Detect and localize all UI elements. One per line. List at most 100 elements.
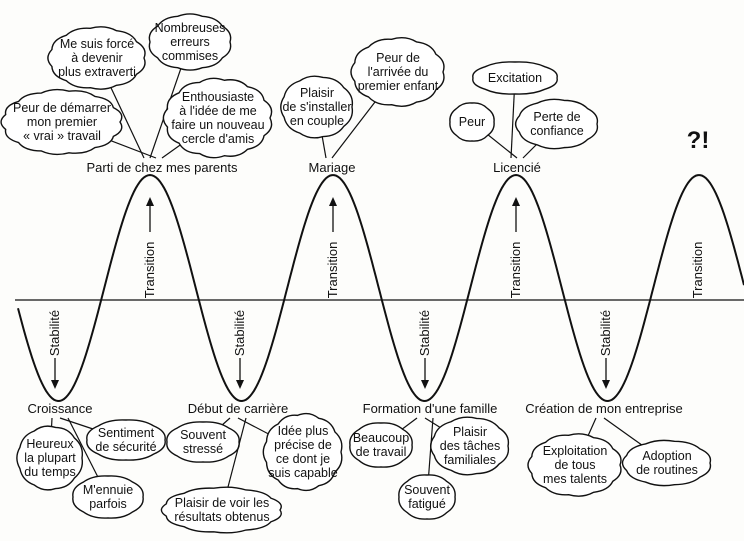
cloud-text-line: parfois (89, 497, 127, 511)
thought-cloud (449, 102, 495, 142)
cloud-text-line: Heureux (26, 437, 74, 451)
life-phase-label: Croissance (27, 401, 92, 416)
life-event-label: Licencié (493, 160, 541, 175)
cloud-text-line: Adoption (642, 449, 691, 463)
arrow-up-icon (329, 197, 337, 206)
cloud-text-line: Perte de (533, 110, 580, 124)
arrow-up-icon (512, 197, 520, 206)
cloud-text-line: à l'idée de me (179, 104, 256, 118)
cloud-text-line: Enthousiaste (182, 90, 254, 104)
cloud-text-line: confiance (530, 124, 584, 138)
cloud-text-line: Me suis forcé (60, 37, 134, 51)
life-phase-label: Formation d'une famille (363, 401, 498, 416)
thought-cloud (162, 77, 273, 159)
thought-cloud (166, 421, 240, 463)
thought-cloud (472, 61, 558, 95)
cloud-text-line: Nombreuses (155, 21, 226, 35)
cloud-text-line: familiales (444, 453, 496, 467)
cloud-text-line: à devenir (71, 51, 122, 65)
arrow-down-icon (236, 380, 244, 389)
cloud-text-line: Plaisir (453, 425, 487, 439)
thought-cloud (148, 13, 232, 71)
life-wave-curve (17, 173, 744, 403)
thought-cloud (0, 88, 123, 156)
life-event-label: Mariage (309, 160, 356, 175)
cloud-text-line: Souvent (180, 428, 226, 442)
life-event-label: Parti de chez mes parents (86, 160, 238, 175)
cloud-text-line: Peur de démarrer (13, 101, 111, 115)
thought-cloud (262, 412, 343, 492)
cloud-text-line: plus extraverti (58, 65, 136, 79)
thought-cloud (86, 419, 166, 461)
arrow-down-icon (421, 380, 429, 389)
question-exclamation-mark: ?! (687, 127, 710, 154)
cloud-text-line: erreurs (170, 35, 210, 49)
cloud-text-line: Peur de (376, 51, 420, 65)
cloud-text-line: des tâches (440, 439, 500, 453)
thought-cloud (72, 475, 144, 519)
transition-label: Transition (142, 242, 157, 299)
cloud-text-line: mes talents (543, 472, 607, 486)
cloud-text-line: ce dont je (276, 452, 330, 466)
arrow-up-icon (146, 197, 154, 206)
cloud-text-line: Sentiment (98, 426, 155, 440)
cloud-text-line: mon premier (27, 115, 97, 129)
arrow-down-icon (602, 380, 610, 389)
arrow-down-icon (51, 380, 59, 389)
thought-cloud (527, 433, 622, 497)
cloud-text-line: l'arrivée du (368, 65, 429, 79)
cloud-text-line: Excitation (488, 71, 542, 85)
cloud-text-line: résultats obtenus (174, 510, 269, 524)
cloud-text-line: du temps (24, 465, 75, 479)
thought-cloud (621, 439, 712, 487)
cloud-text-line: commises (162, 49, 218, 63)
thought-cloud (280, 75, 354, 139)
transition-label: Transition (325, 242, 340, 299)
life-phase-label: Création de mon entreprise (525, 401, 683, 416)
thought-cloud (160, 486, 282, 534)
thought-cloud (16, 425, 84, 491)
cloud-text-line: de routines (636, 463, 698, 477)
thought-cloud (514, 98, 599, 150)
life-phase-label: Début de carrière (188, 401, 288, 416)
cloud-text-line: la plupart (24, 451, 76, 465)
thought-cloud (350, 37, 445, 107)
transition-label: Transition (690, 242, 705, 299)
cloud-text-line: M'ennuie (83, 483, 133, 497)
transition-label: Transition (508, 242, 523, 299)
cloud-text-line: de s'installer (282, 100, 351, 114)
cloud-text-line: de travail (356, 445, 407, 459)
cloud-text-line: de tous (554, 458, 595, 472)
stability-label: Stabilité (232, 310, 247, 356)
cloud-text-line: « vrai » travail (23, 129, 101, 143)
stability-label: Stabilité (417, 310, 432, 356)
cloud-text-line: suis capable (268, 466, 338, 480)
cloud-text-line: de sécurité (95, 440, 156, 454)
cloud-text-line: premier enfant (358, 79, 439, 93)
cloud-text-line: faire un nouveau (171, 118, 264, 132)
cloud-text: Peur (459, 115, 485, 129)
stability-label: Stabilité (47, 310, 62, 356)
cloud-text-line: précise de (274, 438, 332, 452)
cloud-text-line: Exploitation (543, 444, 608, 458)
cloud-text-line: Beaucoup (353, 431, 409, 445)
cloud-text-line: stressé (183, 442, 223, 456)
cloud-text-line: cercle d'amis (182, 132, 255, 146)
